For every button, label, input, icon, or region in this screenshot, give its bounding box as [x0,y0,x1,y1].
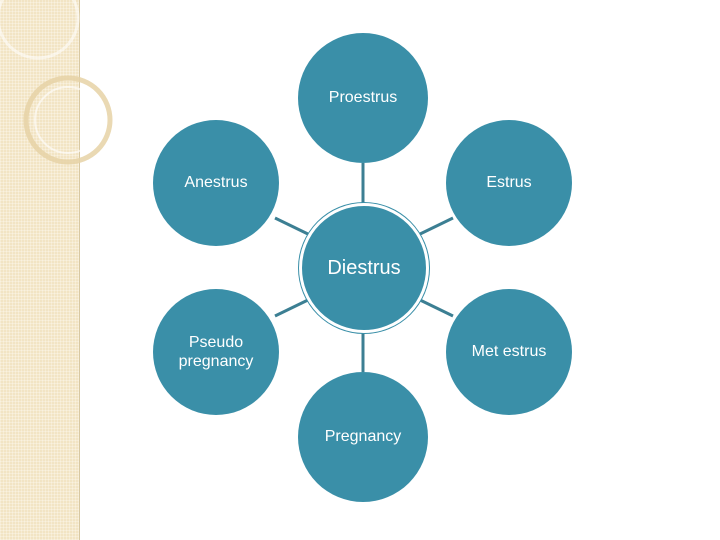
node-pregnancy: Pregnancy [298,372,428,502]
node-met-estrus: Met estrus [446,289,572,415]
node-pseudo-pregnancy: Pseudo pregnancy [153,289,279,415]
connector-lower-right [417,297,454,318]
node-proestrus: Proestrus [298,33,428,163]
node-anestrus: Anestrus [153,120,279,246]
connector-lower-left [274,297,311,318]
connector-upper-right [417,216,454,237]
node-estrus: Estrus [446,120,572,246]
decorative-rings-icon [0,0,113,165]
node-diestrus: Diestrus [299,203,429,333]
connector-upper-left [274,216,311,237]
